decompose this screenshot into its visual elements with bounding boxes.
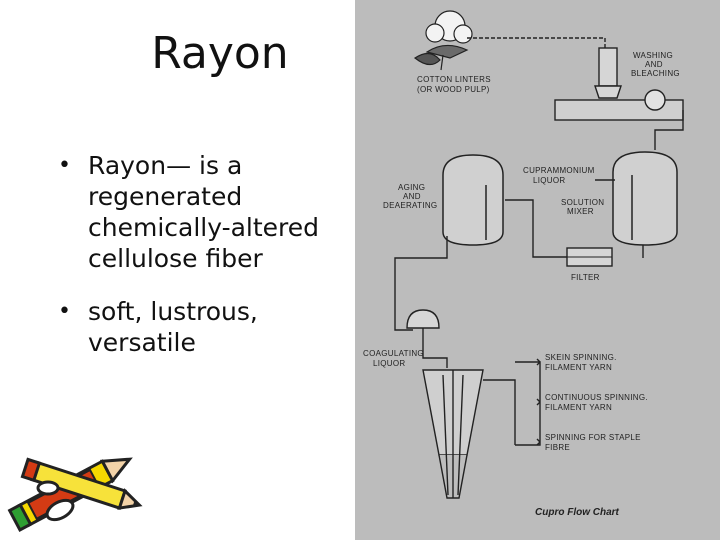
label-washing: BLEACHING: [631, 69, 680, 78]
label-solution-mixer: MIXER: [567, 207, 594, 216]
bullet-item: soft, lustrous, versatile: [58, 296, 348, 358]
diagram-background: [355, 0, 720, 540]
label-washing: AND: [645, 60, 663, 69]
label-cotton: (OR WOOD PULP): [417, 85, 490, 94]
label-staple-spinning: SPINNING FOR STAPLE: [545, 433, 641, 442]
label-skein-spinning: SKEIN SPINNING.: [545, 353, 617, 362]
label-coagulating: LIQUOR: [373, 359, 405, 368]
slide-title: Rayon: [151, 28, 289, 79]
solution-mixer-tank: [612, 151, 678, 246]
label-cuprammonium: CUPRAMMONIUM: [523, 166, 595, 175]
label-washing: WASHING: [633, 51, 673, 60]
label-cotton: COTTON LINTERS: [417, 75, 491, 84]
label-coagulating: COAGULATING: [363, 349, 424, 358]
bullet-item: Rayon— is a regenerated chemically-alter…: [58, 150, 348, 274]
label-aging: AND: [403, 192, 421, 201]
diagram-caption: Cupro Flow Chart: [535, 507, 620, 518]
spinning-funnel: [422, 369, 484, 499]
pencils-clipart-icon: [7, 457, 143, 532]
label-aging: DEAERATING: [383, 201, 437, 210]
label-skein-spinning: FILAMENT YARN: [545, 363, 612, 372]
pipe-cotton-washing: [467, 37, 606, 50]
bullet-list: Rayon— is a regenerated chemically-alter…: [58, 150, 348, 380]
label-staple-spinning: FIBRE: [545, 443, 570, 452]
label-cuprammonium: LIQUOR: [533, 176, 565, 185]
label-continuous-spinning: FILAMENT YARN: [545, 403, 612, 412]
label-aging: AGING: [398, 183, 425, 192]
label-solution-mixer: SOLUTION: [561, 198, 604, 207]
label-filter: FILTER: [571, 273, 600, 282]
cupro-flow-chart: COTTON LINTERS (OR WOOD PULP) WASHING AN…: [355, 0, 720, 540]
pump-dome: [406, 309, 440, 329]
output-branches: [483, 358, 541, 446]
aging-tank: [442, 154, 504, 246]
label-continuous-spinning: CONTINUOUS SPINNING.: [545, 393, 648, 402]
washing-unit: [554, 47, 684, 150]
pipes: [394, 179, 644, 331]
